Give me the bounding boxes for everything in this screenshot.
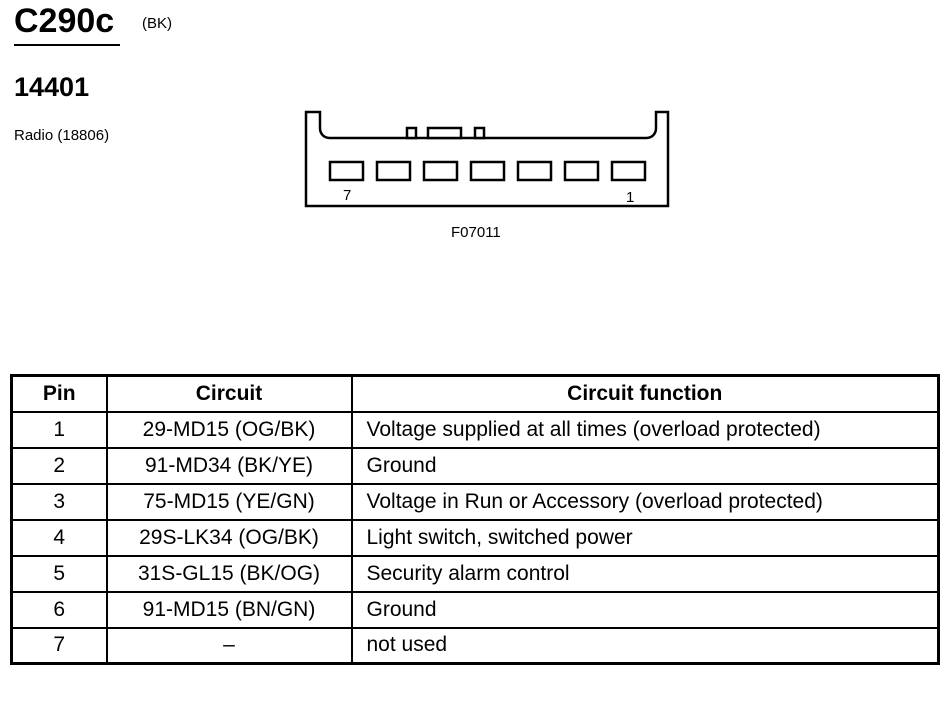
table-row: 1 29-MD15 (OG/BK) Voltage supplied at al… (10, 410, 940, 449)
table-row: 6 91-MD15 (BN/GN) Ground (10, 590, 940, 629)
connector-id: C290c (14, 2, 115, 40)
pin-cavity-5 (422, 160, 459, 182)
circuit-cell: 31S-GL15 (BK/OG) (105, 554, 353, 593)
header-circuit: Circuit (105, 374, 353, 413)
header-pin: Pin (10, 374, 108, 413)
pin-cavity-4 (469, 160, 506, 182)
connector-color: (BK) (142, 15, 172, 32)
pin-cell: 3 (10, 482, 108, 521)
function-cell: Security alarm control (350, 554, 940, 593)
pin-cavity-1 (610, 160, 647, 182)
pin-cell: 6 (10, 590, 108, 629)
table-row: 3 75-MD15 (YE/GN) Voltage in Run or Acce… (10, 482, 940, 521)
function-cell: Voltage in Run or Accessory (overload pr… (350, 482, 940, 521)
pin-cavity-3 (516, 160, 553, 182)
component-name: Radio (18806) (14, 127, 110, 144)
figure-code: F07011 (451, 224, 501, 241)
pin-label-left: 7 (343, 187, 351, 204)
header-circuit-function: Circuit function (350, 374, 940, 413)
function-cell: Voltage supplied at all times (overload … (350, 410, 940, 449)
connector-housing (304, 110, 670, 208)
lock-tab-center (426, 126, 463, 140)
pin-table: Pin Circuit Circuit function 1 29-MD15 (… (10, 374, 940, 665)
pin-cell: 4 (10, 518, 108, 557)
circuit-cell: 29-MD15 (OG/BK) (105, 410, 353, 449)
part-number: 14401 (14, 72, 90, 102)
pin-cavity-6 (375, 160, 412, 182)
function-cell: not used (350, 626, 940, 665)
table-row: 5 31S-GL15 (BK/OG) Security alarm contro… (10, 554, 940, 593)
table-row: 7 – not used (10, 626, 940, 665)
pin-cell: 7 (10, 626, 108, 665)
table-row: 2 91-MD34 (BK/YE) Ground (10, 446, 940, 485)
lock-tab-right (473, 126, 486, 140)
function-cell: Light switch, switched power (350, 518, 940, 557)
pin-cavity-2 (563, 160, 600, 182)
table-row: 4 29S-LK34 (OG/BK) Light switch, switche… (10, 518, 940, 557)
circuit-cell: 29S-LK34 (OG/BK) (105, 518, 353, 557)
circuit-cell: 75-MD15 (YE/GN) (105, 482, 353, 521)
circuit-cell: 91-MD15 (BN/GN) (105, 590, 353, 629)
circuit-cell: 91-MD34 (BK/YE) (105, 446, 353, 485)
table-header-row: Pin Circuit Circuit function (10, 374, 940, 413)
function-cell: Ground (350, 590, 940, 629)
function-cell: Ground (350, 446, 940, 485)
pin-cavity-7 (328, 160, 365, 182)
lock-tab-left (405, 126, 418, 140)
circuit-cell: – (105, 626, 353, 665)
connector-face-diagram: 7 1 (304, 110, 670, 208)
pin-cell: 2 (10, 446, 108, 485)
pin-cell: 5 (10, 554, 108, 593)
pin-label-right: 1 (626, 189, 634, 206)
pin-cell: 1 (10, 410, 108, 449)
connector-id-underline (14, 44, 120, 46)
